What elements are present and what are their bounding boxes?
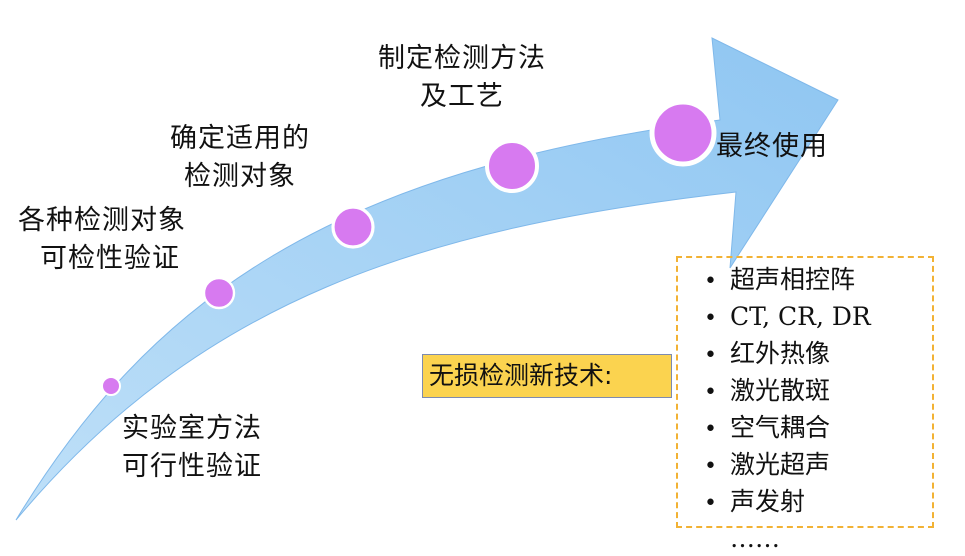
list-item: • 激光散斑 <box>704 373 871 410</box>
list-item-text: 空气耦合 <box>730 413 831 442</box>
bullet-icon: • <box>704 380 717 405</box>
progress-arrow <box>15 37 839 521</box>
stage-label-lab-feasibility: 实验室方法 可行性验证 <box>122 410 262 486</box>
stage-node-2 <box>202 276 236 310</box>
bullet-icon: • <box>704 417 717 442</box>
list-item: …… <box>704 521 871 556</box>
list-item: • 空气耦合 <box>704 410 871 447</box>
new-tech-list: • 超声相控阵 • CT, CR, DR • 红外热像 • 激光散斑 • 空气耦合 • 激光… <box>704 262 871 556</box>
stage-label-line: 及工艺 <box>420 81 504 112</box>
list-item: • 红外热像 <box>704 336 871 373</box>
stage-label-line: 可检性验证 <box>40 243 180 274</box>
list-item-text: 超声相控阵 <box>730 265 856 294</box>
list-item: • 超声相控阵 <box>704 262 871 299</box>
list-item-text: 声发射 <box>730 487 806 516</box>
stage-label-line: 实验室方法 <box>122 413 262 444</box>
stage-node-1 <box>101 376 121 396</box>
bullet-icon: • <box>704 491 717 516</box>
bullet-icon: • <box>704 306 717 331</box>
list-item-text: 激光超声 <box>730 450 831 479</box>
list-item-text: CT, CR, DR <box>730 302 871 331</box>
stage-node-4 <box>485 139 539 193</box>
list-item: • 激光超声 <box>704 447 871 484</box>
stage-label-line: 可行性验证 <box>122 451 262 482</box>
stage-label-final-use: 最终使用 <box>716 128 828 166</box>
stage-label-line: 检测对象 <box>184 161 296 192</box>
stage-label-line: 制定检测方法 <box>378 43 546 74</box>
diagram-canvas <box>15 37 839 521</box>
list-item: • CT, CR, DR <box>704 299 871 336</box>
new-tech-title: 无损检测新技术: <box>422 354 672 398</box>
stage-label-method-process: 制定检测方法 及工艺 <box>378 40 546 116</box>
bullet-icon: • <box>704 343 717 368</box>
list-item-text: 红外热像 <box>730 339 831 368</box>
list-item-text: …… <box>730 524 780 553</box>
bullet-icon: • <box>704 269 717 294</box>
stage-label-line: 确定适用的 <box>170 123 310 154</box>
list-item-text: 激光散斑 <box>730 376 831 405</box>
stage-label-line: 最终使用 <box>716 131 828 162</box>
stage-label-object-verification: 各种检测对象 可检性验证 <box>18 202 186 278</box>
stage-node-5 <box>649 99 717 167</box>
stage-label-line: 各种检测对象 <box>18 205 186 236</box>
list-item: • 声发射 <box>704 484 871 521</box>
progress-arrow-graphic <box>15 37 839 521</box>
stage-label-applicable-objects: 确定适用的 检测对象 <box>170 120 310 196</box>
stage-node-3 <box>331 205 375 249</box>
bullet-icon: • <box>704 454 717 479</box>
new-tech-box <box>676 256 934 528</box>
